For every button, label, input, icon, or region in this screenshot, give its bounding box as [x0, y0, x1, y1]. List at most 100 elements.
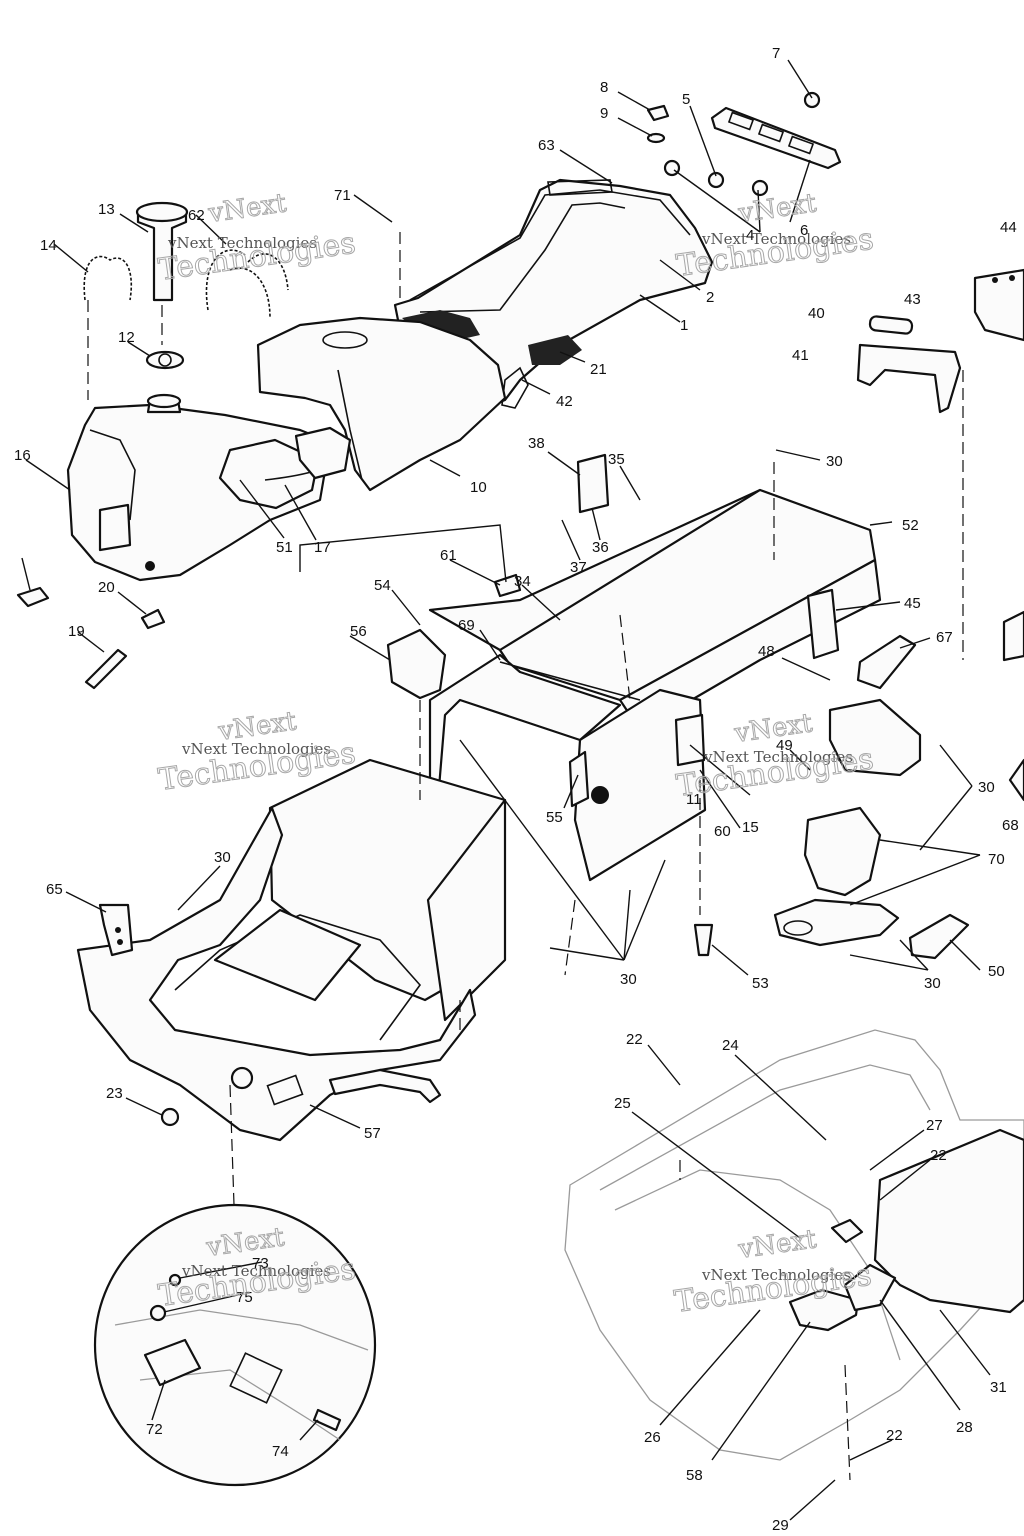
callout-31: 31: [990, 1379, 1007, 1396]
tunnel-assembly: [428, 488, 882, 882]
callout-58: 58: [686, 1467, 703, 1484]
callout-71: 71: [334, 187, 351, 204]
callout-17: 17: [314, 539, 331, 556]
plug-40: [868, 315, 914, 335]
stud-4b: [751, 179, 769, 197]
callout-74: 74: [272, 1443, 289, 1460]
fitting-8: [16, 586, 50, 608]
pin-19: [84, 648, 128, 690]
bracket-slot-1: [727, 111, 755, 131]
bracket-65-hole-2: [117, 939, 123, 945]
callout-11: 11: [686, 791, 702, 808]
bracket-70: [803, 806, 882, 897]
gasket-12: [145, 350, 185, 370]
fitting-20: [140, 608, 166, 630]
bracket-28: [843, 1263, 897, 1312]
callout-21: 21: [590, 361, 607, 378]
floor-plate: [213, 908, 362, 1002]
seat-base-patch-21: [528, 335, 582, 365]
front-plate-55: [568, 750, 590, 808]
svg-text:vNext Technologies: vNext Technologies: [701, 230, 851, 248]
callout-54: 54: [374, 577, 391, 594]
fuel-cap-top: [135, 201, 189, 223]
callout-51: 51: [276, 539, 293, 556]
hose-62b: [247, 253, 289, 291]
callout-69: 69: [458, 617, 475, 634]
callout-30-d: 30: [620, 971, 637, 988]
callout-56: 56: [350, 623, 367, 640]
filler-neck: [146, 393, 182, 409]
detail-leader: [229, 1084, 235, 1206]
nut-23: [160, 1107, 180, 1127]
bracket-slot-2: [757, 123, 785, 143]
svg-text:vNext: vNext: [732, 708, 815, 749]
left-fasteners: [16, 586, 166, 690]
callout-40: 40: [808, 305, 825, 322]
svg-text:vNext Technologies: vNext Technologies: [181, 1262, 331, 1280]
callout-28: 28: [956, 1419, 973, 1436]
front-frame-assembly: [76, 628, 590, 1142]
callout-55: 55: [546, 809, 563, 826]
callout-57: 57: [364, 1125, 381, 1142]
hose-assemblies: [83, 249, 289, 319]
nut-8: [646, 104, 670, 122]
callout-34: 34: [514, 573, 531, 590]
watermark-1: vNext vNext Technologies Technologies: [156, 188, 358, 289]
callout-23: 23: [106, 1085, 123, 1102]
tank-mount-hole: [145, 561, 155, 571]
hood-inner-line: [599, 1064, 931, 1191]
plate-45: [806, 588, 840, 660]
callout-72: 72: [146, 1421, 163, 1438]
console-hole: [322, 331, 368, 349]
tank-pocket-51: [218, 438, 320, 510]
bracket-41: [856, 343, 962, 414]
hose-14: [83, 255, 133, 301]
stud-5: [707, 171, 725, 189]
plate-60: [674, 713, 706, 767]
callout-60: 60: [714, 823, 731, 840]
fuel-tank-assembly: [66, 201, 507, 582]
callout-50: 50: [988, 963, 1005, 980]
callout-14: 14: [40, 237, 57, 254]
bracket-38-36: [576, 453, 610, 514]
side-plate-bore: [591, 786, 609, 804]
plate-50: [908, 913, 970, 960]
callout-4: 4: [746, 227, 754, 244]
svg-text:vNext Technologies: vNext Technologies: [701, 1266, 851, 1284]
callout-52: 52: [902, 517, 919, 534]
callout-27: 27: [926, 1117, 943, 1134]
callout-43: 43: [904, 291, 921, 308]
callout-13: 13: [98, 201, 115, 218]
svg-text:vNext Technologies: vNext Technologies: [703, 748, 853, 766]
console-seam: [337, 369, 363, 481]
callout-73: 73: [252, 1255, 269, 1272]
callout-42: 42: [556, 393, 573, 410]
callout-65: 65: [46, 881, 63, 898]
callout-53: 53: [752, 975, 769, 992]
detail-window: [229, 1352, 283, 1404]
front-bumper-tube: [328, 1068, 442, 1104]
callout-10: 10: [470, 479, 487, 496]
callout-30-b: 30: [978, 779, 995, 796]
watermark-2: vNext vNext Technologies Technologies: [674, 188, 876, 285]
seat-top-edge: [409, 189, 691, 301]
detail-inset: [93, 1203, 377, 1487]
svg-text:vNext Technologies: vNext Technologies: [181, 740, 331, 758]
svg-text:vNext Technologies: vNext Technologies: [167, 234, 317, 252]
tank-bracket: [98, 503, 132, 552]
panel-43-hole-2: [1009, 275, 1015, 281]
callout-45: 45: [904, 595, 921, 612]
callout-67: 67: [936, 629, 953, 646]
callout-labels: 1 2 4 5 6 7 8 9 10 11 12 13 14 15 16 17 …: [14, 45, 1019, 1534]
bulkhead-side: [426, 798, 507, 1022]
callout-48: 48: [758, 643, 775, 660]
callout-25: 25: [614, 1095, 631, 1112]
nut-75: [149, 1304, 167, 1322]
svg-text:vNext: vNext: [206, 188, 289, 229]
tunnel-side-plate: [573, 688, 707, 882]
seat-strap-63: [547, 179, 613, 196]
clip-27: [830, 1218, 864, 1244]
suspension-brackets: [493, 453, 1024, 960]
callout-30-a: 30: [826, 453, 843, 470]
